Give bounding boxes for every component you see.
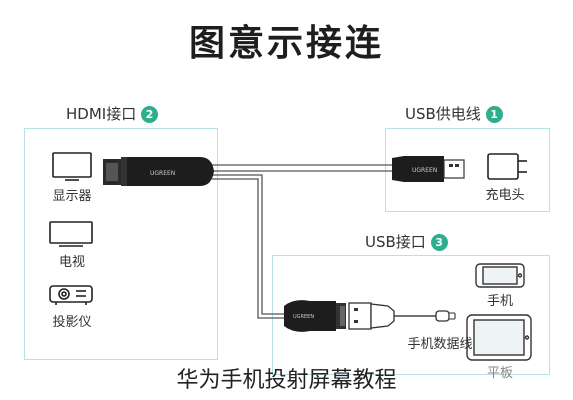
- main-cable-lines: [212, 164, 392, 319]
- usb-power-number-badge: 1: [485, 106, 503, 123]
- hdmi-section-label: HDMI接口 2: [66, 103, 158, 124]
- tablet-label: 平板: [486, 366, 513, 381]
- usb-label-text: USB接口: [365, 233, 426, 251]
- hdmi-label-text: HDMI接口: [66, 105, 137, 123]
- phone-label: 手机: [486, 294, 513, 309]
- diagram-title: 图意示接连: [188, 23, 384, 64]
- usb-power-section-box: [385, 128, 550, 212]
- hdmi-section-box: [24, 128, 218, 360]
- charger-icon: [487, 153, 527, 180]
- usb-number-badge: 3: [430, 234, 448, 251]
- usb-section-label: USB接口 3: [365, 231, 448, 252]
- charger-label: 充电头: [485, 188, 525, 203]
- phone-icon: [475, 263, 525, 288]
- usb-female-port: UGREEN: [284, 300, 346, 332]
- usb-port-brand-text: UGREEN: [293, 314, 314, 320]
- usb-power-label-text: USB供电线: [405, 105, 481, 123]
- usb-power-brand-text: UGREEN: [412, 167, 437, 174]
- usb-power-section-label: USB供电线 1: [405, 103, 503, 124]
- monitor-label: 显示器: [52, 189, 92, 204]
- tv-icon: [49, 221, 93, 247]
- hdmi-number-badge: 2: [140, 106, 158, 123]
- usb-power-plug: UGREEN: [392, 156, 465, 182]
- page-caption: 华为手机投射屏幕教程: [176, 368, 397, 393]
- tv-label: 电视: [58, 255, 85, 270]
- monitor-icon: [52, 152, 92, 181]
- tablet-icon: [466, 314, 532, 361]
- hdmi-brand-text: UGREEN: [150, 170, 175, 177]
- data-cable-label: 手机数据线: [407, 337, 473, 352]
- phone-data-cable: [348, 302, 456, 330]
- usb-section-box: [272, 255, 550, 375]
- hdmi-connector: UGREEN: [103, 157, 214, 186]
- projector-icon: [49, 285, 93, 305]
- projector-label: 投影仪: [52, 315, 92, 330]
